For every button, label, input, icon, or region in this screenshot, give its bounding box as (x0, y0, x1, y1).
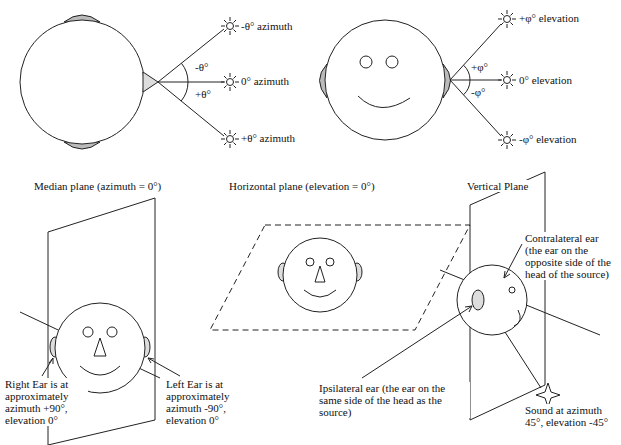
label-text: +φ° elevation (518, 12, 580, 24)
label-text: -φ° elevation (518, 133, 577, 145)
label-text: Sound at azimuth 45°, elevation -45° (524, 404, 618, 428)
label-text: 0° azimuth (240, 75, 290, 87)
label-text: +φ° (470, 61, 489, 73)
label-text: Left Ear is at approximately azimuth -90… (165, 378, 249, 426)
label-text: 0° elevation (518, 74, 573, 86)
label-text: Horizontal plane (elevation = 0°) (228, 180, 376, 192)
horizontal-plane (210, 225, 470, 330)
elevation-head (320, 10, 517, 149)
label-text: +θ° (194, 88, 212, 100)
label-text: -θ° azimuth (240, 20, 294, 32)
label-text: Median plane (azimuth = 0°) (33, 180, 162, 192)
label-text: Contralateral ear (the ear on the opposi… (524, 232, 618, 280)
label-text: -φ° (470, 86, 486, 98)
label-text: Right Ear is at approximately azimuth +9… (4, 378, 88, 426)
label-text: Vertical Plane (466, 180, 529, 192)
label-text: -θ° (194, 61, 209, 73)
label-text: Ipsilateral ear (the ear on the same sid… (318, 382, 470, 418)
azimuth-head (20, 15, 239, 149)
label-text: +θ° azimuth (240, 132, 296, 144)
